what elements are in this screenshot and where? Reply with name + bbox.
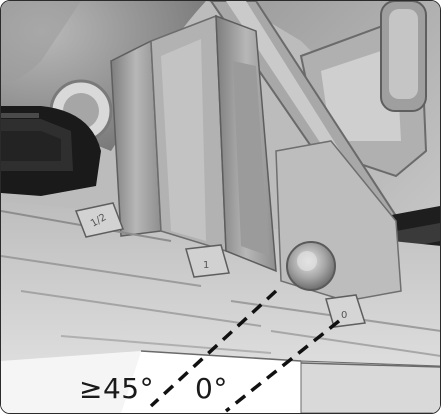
- notch-tab-left: 1/2: [74, 202, 125, 238]
- notch-tab-right: 0: [325, 294, 366, 328]
- blade-cutout: [121, 351, 316, 413]
- cut-line-zero: [224, 319, 341, 413]
- notch-label-middle: 1: [203, 260, 209, 271]
- notch-label-right: 0: [341, 310, 347, 321]
- angle-label-0: 0°: [195, 372, 228, 405]
- notch-tab-middle: 1: [185, 244, 230, 278]
- angle-label-45: ≥45°: [79, 372, 155, 405]
- cut-line-bevel: [149, 289, 278, 408]
- front-edge-right: [300, 360, 440, 413]
- front-edge-left: [1, 351, 141, 413]
